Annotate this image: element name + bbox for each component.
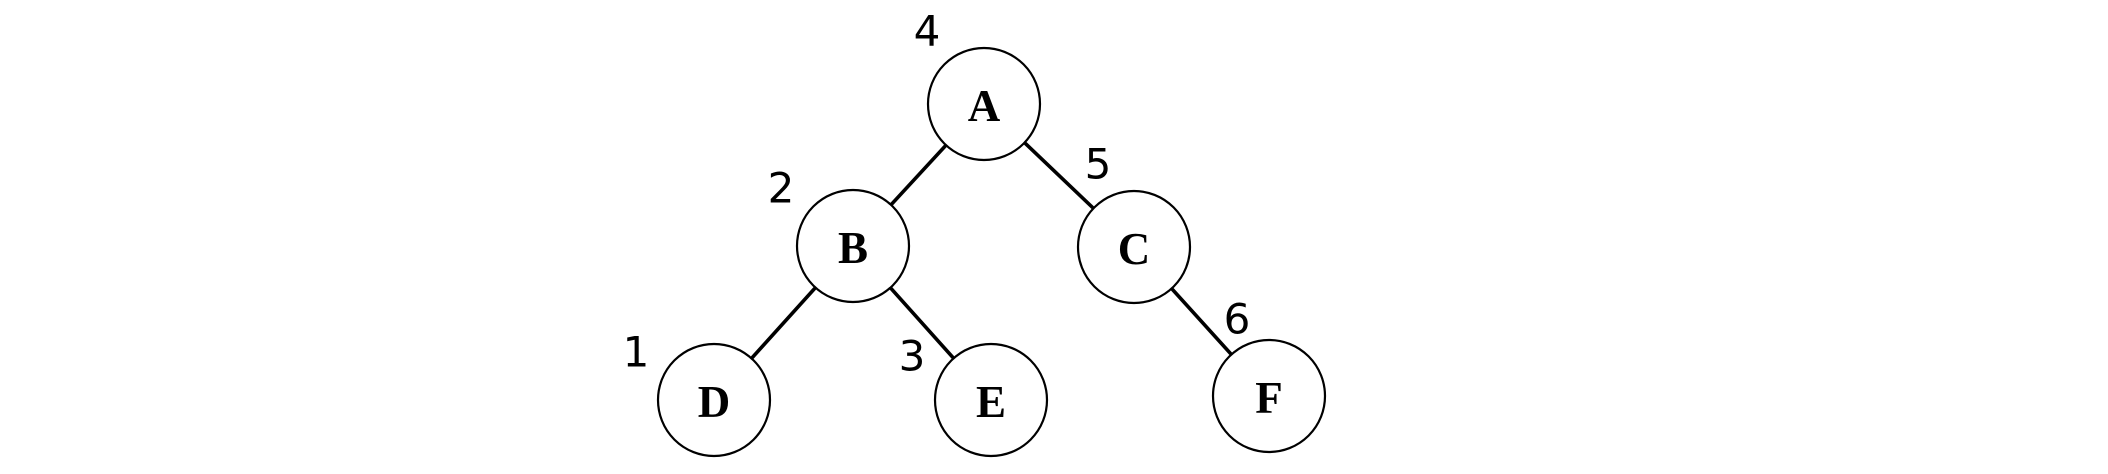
node-C-circle	[1076, 189, 1192, 305]
numbers-group: 4 2 5 1 3 6	[623, 7, 1251, 381]
traversal-number-2-for-node-B: 2	[768, 164, 795, 213]
traversal-number-3-for-node-E: 3	[899, 332, 926, 381]
traversal-number-5-for-node-C: 5	[1085, 140, 1112, 189]
node-C-label: C	[1118, 224, 1151, 274]
traversal-number-1-for-node-D: 1	[623, 328, 650, 377]
traversal-number-6-for-node-F: 6	[1224, 295, 1251, 344]
node-A-label: A	[968, 81, 1001, 131]
node-E-label: E	[976, 377, 1006, 427]
node-D-circle	[656, 342, 772, 458]
node-F-circle	[1211, 338, 1327, 454]
node-B-circle	[795, 188, 911, 304]
node-F-label: F	[1255, 373, 1283, 423]
node-A-circle	[926, 46, 1042, 162]
traversal-number-4-for-node-A: 4	[914, 7, 941, 56]
node-B-label: B	[838, 223, 868, 273]
nodes-group: A B C D E F	[656, 46, 1327, 458]
node-E-circle	[933, 342, 1049, 458]
node-D-label: D	[698, 377, 731, 427]
